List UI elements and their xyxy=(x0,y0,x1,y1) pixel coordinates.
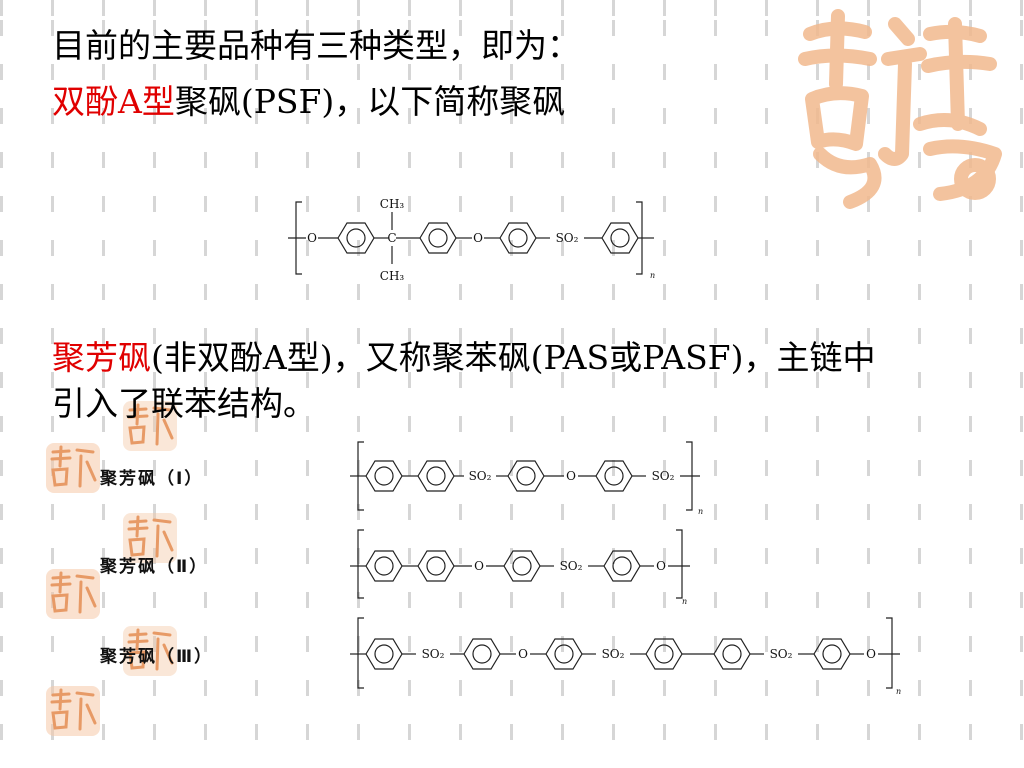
structure-2-label: 聚芳砜（Ⅱ） xyxy=(100,557,209,577)
psf-methyl-top: CH₃ xyxy=(380,197,405,211)
psf-structural-formula: O C CH₃ CH₃ O SO₂ n xyxy=(288,197,655,283)
intro-line-1: 目前的主要品种有三种类型，即为： xyxy=(52,26,580,65)
structure-3-unit-4: SO₂ xyxy=(770,647,793,661)
pas-line-1: 聚芳砜(非双酚A型)，又称聚苯砜(PAS或PASF)，主链中 xyxy=(52,338,875,378)
psf-oxygen-2: O xyxy=(473,231,483,245)
structure-3-unit-3: SO₂ xyxy=(602,647,625,661)
structure-1-unit-2: O xyxy=(566,469,576,483)
structure-3-label: 聚芳砜（Ⅲ） xyxy=(100,647,214,667)
intro-line-2: 双酚A型聚砜(PSF)，以下简称聚砜 xyxy=(52,82,565,122)
psf-center-carbon: C xyxy=(387,231,396,245)
structure-1-unit-3: SO₂ xyxy=(652,469,675,483)
structure-2-formula: O SO₂ O n xyxy=(350,529,690,606)
polyarylsulfone-highlight: 聚芳砜 xyxy=(52,338,151,377)
pas-description-text: (非双酚A型)，又称聚苯砜(PAS或PASF)，主链中 xyxy=(151,338,876,377)
psf-oxygen-1: O xyxy=(307,231,317,245)
structure-3-formula: SO₂ O SO₂ SO₂ O n xyxy=(350,617,901,696)
structure-3-unit-5: O xyxy=(866,647,876,661)
psf-methyl-bottom: CH₃ xyxy=(380,269,405,283)
structure-2-unit-2: SO₂ xyxy=(560,559,583,573)
structure-1-repeat-n: n xyxy=(698,507,703,516)
auspicious-seal-icon xyxy=(123,513,177,563)
psf-sulfone: SO₂ xyxy=(556,231,579,245)
structure-2-unit-1: O xyxy=(474,559,484,573)
auspicious-seal-icon xyxy=(123,626,177,676)
auspicious-seal-icon xyxy=(798,9,1002,209)
structure-3-unit-2: O xyxy=(518,647,528,661)
structure-3-unit-1: SO₂ xyxy=(422,647,445,661)
structure-2-unit-3: O xyxy=(656,559,666,573)
pas-line-2: 引入了联苯结构。 xyxy=(52,384,316,423)
psf-name-text: 聚砜(PSF)，以下简称聚砜 xyxy=(174,82,566,121)
structure-1-formula: SO₂ O SO₂ n xyxy=(350,441,703,516)
auspicious-seal-icon xyxy=(46,686,100,736)
bisphenol-a-type-highlight: 双酚A型 xyxy=(52,82,175,121)
auspicious-seal-icon xyxy=(123,401,177,451)
auspicious-seal-icon xyxy=(46,443,100,493)
structure-1-label: 聚芳砜（Ⅰ） xyxy=(100,469,204,489)
auspicious-seal-icon xyxy=(46,569,100,619)
psf-repeat-n: n xyxy=(650,271,655,280)
structure-3-repeat-n: n xyxy=(896,687,901,696)
structure-1-unit-1: SO₂ xyxy=(469,469,492,483)
structure-2-repeat-n: n xyxy=(682,597,687,606)
